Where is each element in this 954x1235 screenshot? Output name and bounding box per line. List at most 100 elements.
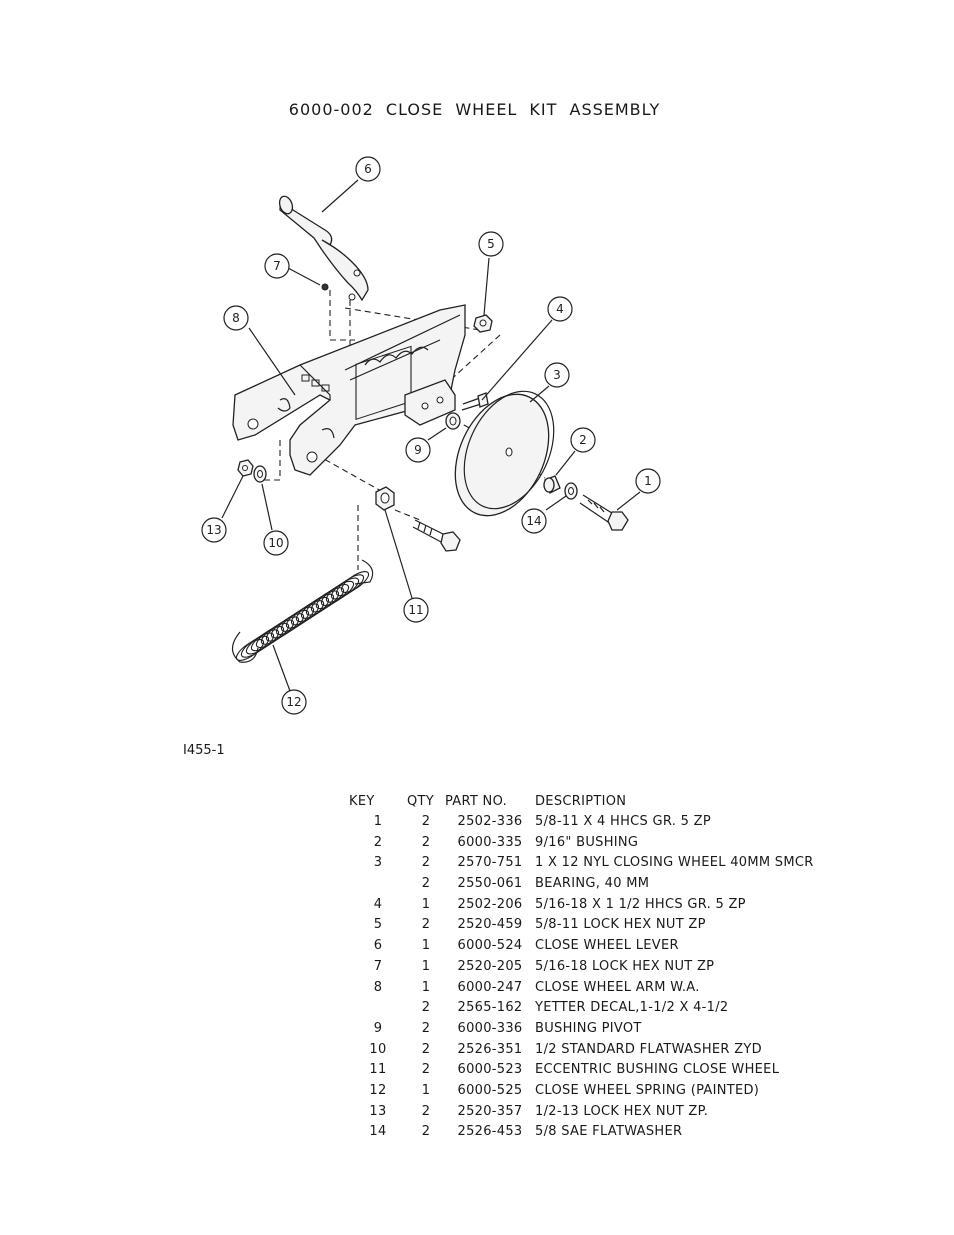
svg-text:9: 9: [414, 443, 422, 457]
svg-text:12: 12: [286, 695, 301, 709]
cell-key: 9: [373, 1020, 383, 1036]
callout-4: 4: [547, 296, 573, 322]
callout-10: 10: [263, 530, 289, 556]
svg-text:1: 1: [644, 474, 652, 488]
cell-key: [349, 876, 407, 897]
cell-part-no: 2520-205: [457, 958, 523, 974]
cell-part-no: 2502-336: [457, 814, 523, 829]
lock-hex-nut: [473, 314, 493, 333]
cell-part-no: 2526-453: [457, 1124, 523, 1140]
callout-5: 5: [478, 231, 504, 257]
eccentric-bushing: [375, 486, 395, 511]
callout-8: 8: [223, 305, 249, 331]
svg-text:7: 7: [273, 259, 281, 273]
parts-table-row: 10 2 2526-351 1/2 STANDARD FLATWASHER ZYD: [349, 1042, 814, 1063]
cell-part-no: 6000-336: [457, 1020, 523, 1036]
parts-table-row: 2 2550-061 BEARING, 40 MM: [349, 876, 814, 897]
svg-text:6: 6: [364, 162, 372, 176]
close-wheel-arm: [232, 304, 466, 476]
cell-key: 8: [373, 979, 383, 995]
cell-description: BEARING, 40 MM: [535, 876, 650, 892]
cell-qty: 2: [421, 1124, 431, 1140]
cell-key: 12: [369, 1082, 387, 1098]
cell-qty: 2: [421, 1041, 431, 1057]
header-key: KEY: [349, 794, 375, 809]
cell-key: 10: [369, 1041, 387, 1057]
svg-text:2: 2: [579, 433, 587, 447]
cell-description: 1/2-13 LOCK HEX NUT ZP.: [535, 1103, 709, 1119]
cell-qty: 1: [421, 896, 431, 912]
cell-description: 1/2 STANDARD FLATWASHER ZYD: [535, 1041, 762, 1057]
bolt-large: [579, 494, 629, 531]
lock-hex-nut-half-inch: [237, 459, 254, 477]
svg-text:10: 10: [268, 536, 283, 550]
cell-key: 11: [369, 1062, 387, 1078]
cell-qty: 2: [421, 1062, 431, 1078]
callout-6: 6: [355, 156, 381, 182]
bushing: [543, 475, 561, 494]
cell-description: 9/16" BUSHING: [535, 834, 639, 850]
cell-qty: 1: [421, 938, 431, 954]
bolt-small: [461, 392, 489, 411]
cell-part-no: 2526-351: [457, 1041, 523, 1057]
header-qty: QTY: [407, 794, 435, 809]
closing-wheel: [454, 390, 555, 517]
exploded-assembly-drawing: 6 7 5 4 8 3 2 9 1 14 13 10 11 12: [201, 156, 661, 715]
svg-text:11: 11: [408, 603, 423, 617]
cell-key: 1: [373, 814, 383, 829]
callout-3: 3: [544, 362, 570, 388]
cell-part-no: 6000-523: [457, 1062, 523, 1078]
callout-13: 13: [201, 517, 227, 543]
svg-text:4: 4: [556, 302, 564, 316]
cell-key: 6: [373, 938, 383, 954]
cell-key: 14: [369, 1124, 387, 1140]
cell-key: 2: [373, 834, 383, 850]
cell-description: YETTER DECAL,1-1/2 X 4-1/2: [535, 1000, 729, 1016]
lock-nut-small: [321, 283, 329, 291]
cell-description: 5/16-18 LOCK HEX NUT ZP: [535, 958, 715, 974]
drawing-number: I455-1: [183, 743, 225, 758]
cell-part-no: 2565-162: [457, 1000, 523, 1016]
svg-text:5: 5: [487, 237, 495, 251]
close-wheel-lever: [278, 195, 369, 302]
callout-2: 2: [570, 427, 596, 453]
callout-9: 9: [405, 437, 431, 463]
cell-part-no: 6000-524: [457, 938, 523, 954]
cell-description: BUSHING PIVOT: [535, 1020, 642, 1036]
standard-flatwasher: [253, 465, 267, 483]
svg-text:13: 13: [206, 523, 221, 537]
cell-qty: 1: [421, 1082, 431, 1098]
parts-table-row: 14 2 2526-453 5/8 SAE FLATWASHER: [349, 1124, 814, 1145]
cell-description: CLOSE WHEEL SPRING (PAINTED): [535, 1082, 760, 1098]
callout-1: 1: [635, 468, 661, 494]
cell-part-no: 2570-751: [457, 855, 523, 871]
cell-qty: 2: [421, 876, 431, 892]
cell-key: 5: [373, 917, 383, 933]
svg-text:14: 14: [526, 514, 541, 528]
callout-11: 11: [403, 597, 429, 623]
svg-text:3: 3: [553, 368, 561, 382]
callout-7: 7: [264, 253, 290, 279]
cell-description: 1 X 12 NYL CLOSING WHEEL 40MM SMCR: [535, 855, 814, 871]
parts-table-header: KEY QTY PART NO. DESCRIPTION: [349, 794, 814, 814]
cell-part-no: 2520-357: [457, 1103, 523, 1119]
cell-part-no: 2550-061: [457, 876, 523, 892]
cell-key: 4: [373, 896, 383, 912]
cell-description: 5/8 SAE FLATWASHER: [535, 1124, 683, 1140]
callout-12: 12: [281, 689, 307, 715]
flatwasher-large: [564, 482, 578, 500]
cell-qty: 2: [421, 855, 431, 871]
page-title: 6000-002 CLOSE WHEEL KIT ASSEMBLY: [288, 100, 661, 119]
